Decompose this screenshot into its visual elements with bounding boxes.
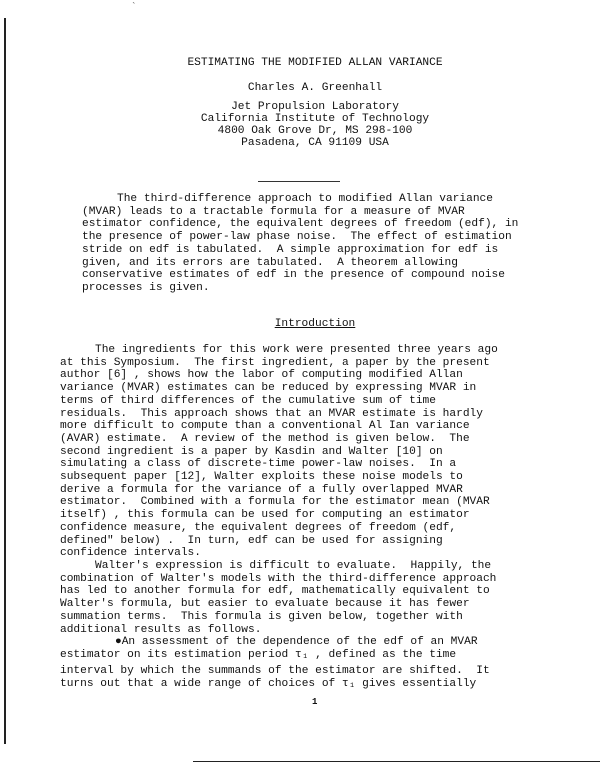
intro-line: simulating a class of discrete-time powe… — [60, 458, 457, 471]
intro-line: estimator. Combined with a formula for t… — [60, 496, 490, 509]
intro-line: confidence intervals. — [60, 547, 201, 560]
bottom-rule — [193, 761, 600, 762]
intro-line: second ingredient is a paper by Kasdin a… — [60, 445, 443, 458]
para2-line: combination of Walter's models with the … — [60, 572, 497, 585]
intro-line: derive a formula for the variance of a f… — [60, 483, 463, 496]
para2-line: additional results as follows. — [60, 623, 262, 636]
intro-line: (AVAR) estimate. A review of the method … — [60, 432, 470, 445]
walter-paragraph: Walter's expression is difficult to eval… — [60, 560, 496, 636]
intro-line: variance (MVAR) estimates can be reduced… — [60, 382, 477, 395]
abstract-line: the presence of power-law phase noise. T… — [82, 231, 512, 244]
section-heading: Introduction — [274, 318, 356, 330]
bullet-line: estimator on its estimation period τ₁ , … — [60, 648, 457, 661]
abstract-line: conservative estimates of edf in the pre… — [82, 269, 505, 282]
bullet-item: ●An assessment of the dependence of the … — [60, 636, 490, 691]
abstract-line: processes is given. — [82, 281, 210, 294]
affiliation-line: Jet Propulsion Laboratory — [231, 101, 399, 113]
intro-line: The ingredients for this work were prese… — [95, 344, 498, 356]
abstract-line: estimator confidence, the equivalent deg… — [82, 218, 519, 231]
para2-line: Walter's formula, but easier to evaluate… — [60, 598, 470, 611]
left-margin-rule — [4, 18, 6, 744]
intro-line: residuals. This approach shows that an M… — [60, 407, 483, 420]
abstract-line: given, and its errors are tabulated. A t… — [82, 256, 458, 269]
page-number: 1 — [312, 697, 318, 707]
intro-line: terms of third differences of the cumula… — [60, 394, 436, 407]
bullet-line: ●An assessment of the dependence of the … — [115, 636, 478, 648]
para2-line: has led to another formula for edf, math… — [60, 585, 490, 598]
abstract-line: (MVAR) leads to a tractable formula for … — [82, 205, 465, 218]
author-name: Charles A. Greenhall — [247, 82, 383, 94]
intro-line: confidence measure, the equivalent degre… — [60, 521, 457, 534]
abstract-line: stride on edf is tabulated. A simple app… — [82, 243, 499, 256]
intro-line: subsequent paper [12], Walter exploits t… — [60, 471, 463, 484]
affiliation-line: California Institute of Technology — [200, 113, 430, 125]
bullet-line: turns out that a wide range of choices o… — [60, 678, 477, 691]
intro-paragraph: The ingredients for this work were prese… — [60, 344, 498, 560]
intro-line: itself) , this formula can be used for c… — [60, 509, 470, 522]
intro-line: at this Symposium. The first ingredient,… — [60, 356, 490, 369]
affiliation-line: Pasadena, CA 91109 USA — [241, 137, 389, 149]
scan-mark: ` — [131, 2, 137, 12]
abstract: The third-difference approach to modifie… — [82, 193, 518, 295]
separator-rule — [258, 181, 340, 182]
para2-line: Walter's expression is difficult to eval… — [95, 560, 492, 572]
paper-title: ESTIMATING THE MODIFIED ALLAN VARIANCE — [187, 57, 443, 69]
intro-line: defined" below) . In turn, edf can be us… — [60, 534, 443, 547]
intro-line: more difficult to compute than a convent… — [60, 420, 470, 433]
affiliation-line: 4800 Oak Grove Dr, MS 298-100 — [217, 125, 413, 137]
bullet-line: interval by which the summands of the es… — [60, 665, 490, 678]
abstract-line: The third-difference approach to modifie… — [117, 193, 493, 205]
intro-line: author [6] , shows how the labor of comp… — [60, 369, 463, 382]
para2-line: summation terms. This formula is given b… — [60, 610, 463, 623]
